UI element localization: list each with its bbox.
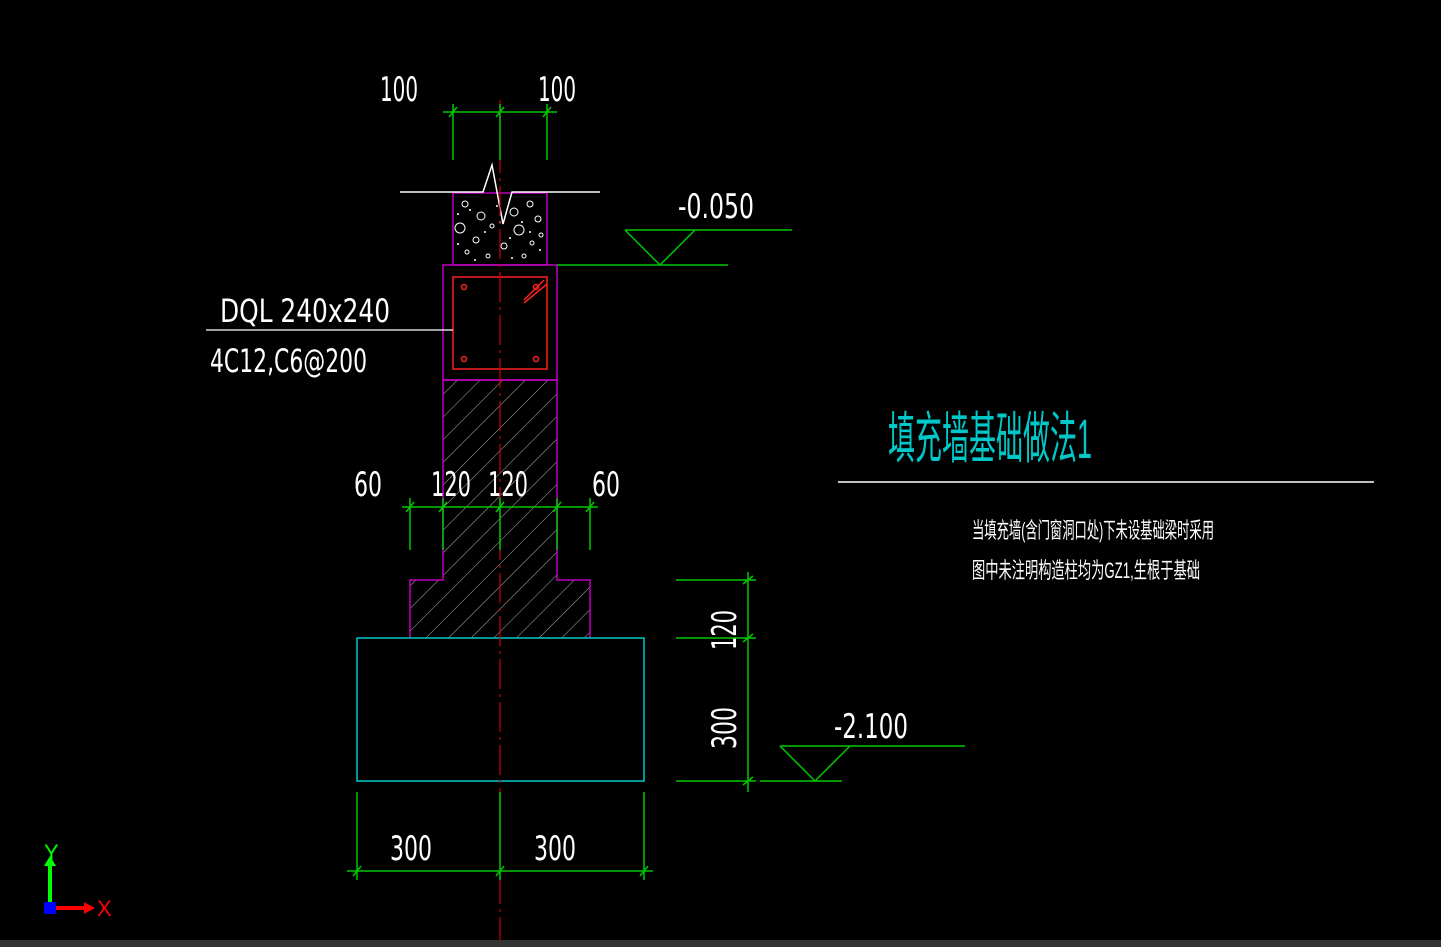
dimension-lines bbox=[347, 104, 756, 880]
dim-mid-3: 120 bbox=[488, 465, 528, 505]
rebar-dots bbox=[460, 283, 540, 363]
dim-right-upper: 120 bbox=[705, 610, 745, 650]
dim-mid-4: 60 bbox=[592, 465, 620, 505]
note-line1: 当填充墙(含门窗洞口处)下未设基础梁时采用 bbox=[972, 518, 1214, 543]
beam-label-line1: DQL 240x240 bbox=[220, 292, 390, 330]
dim-top-right: 100 bbox=[538, 70, 576, 110]
dim-bottom-left: 300 bbox=[390, 829, 432, 869]
ucs-icon: Y X bbox=[44, 840, 112, 921]
dim-bottom-right: 300 bbox=[534, 829, 576, 869]
bottom-status-strip bbox=[0, 940, 1441, 947]
elevation-marker-top bbox=[557, 229, 792, 267]
beam-label-line2: 4C12,C6@200 bbox=[210, 342, 367, 380]
dim-right-lower: 300 bbox=[705, 707, 745, 749]
note-line2: 图中未注明构造柱均为GZ1,生根于基础 bbox=[972, 558, 1200, 583]
break-line bbox=[400, 162, 600, 225]
dim-mid-2: 120 bbox=[431, 465, 471, 505]
ucs-x-label: X bbox=[97, 896, 112, 921]
elevation-top-label: -0.050 bbox=[678, 187, 754, 227]
elevation-marker-bottom bbox=[760, 745, 965, 783]
concrete-aggregate-pattern bbox=[454, 200, 544, 259]
dim-top-left: 100 bbox=[380, 70, 418, 110]
ucs-y-label: Y bbox=[44, 840, 59, 865]
elevation-bottom-label: -2.100 bbox=[834, 707, 908, 747]
dim-mid-1: 60 bbox=[354, 465, 382, 505]
drawing-title: 填充墙基础做法1 bbox=[888, 407, 1092, 470]
